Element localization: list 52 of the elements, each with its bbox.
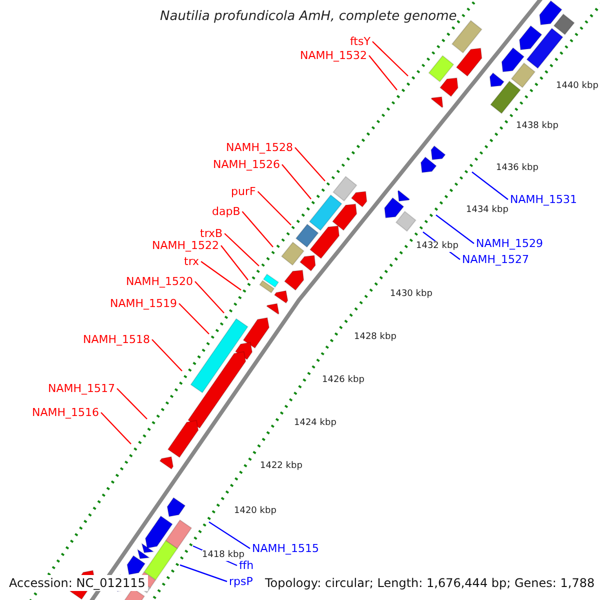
leader-line — [200, 261, 242, 290]
tick-label: 1430 kbp — [390, 289, 432, 300]
leader-line — [257, 191, 292, 226]
gene-label: NAMH_1527 — [462, 253, 530, 266]
tick-label: 1420 kbp — [234, 506, 276, 517]
leader-line — [220, 245, 248, 280]
gene-label: trx — [184, 255, 200, 268]
tick-label: 1426 kbp — [322, 375, 364, 386]
leader-line — [294, 147, 326, 182]
gene-label: purF — [231, 185, 256, 198]
leader-line — [472, 172, 508, 200]
leader-line — [116, 388, 148, 420]
tick-label: 1436 kbp — [496, 163, 538, 174]
gene-label: NAMH_1517 — [48, 382, 116, 395]
leader-line — [100, 412, 132, 444]
leader-line — [372, 41, 408, 76]
leader-line — [180, 564, 228, 582]
gene-label: NAMH_1520 — [126, 275, 194, 288]
leader-line — [282, 164, 312, 200]
gene-label: NAMH_1518 — [83, 333, 150, 346]
gene-label: NAMH_1532 — [300, 49, 368, 62]
gene-label: rpsP — [229, 575, 253, 588]
leader-line — [178, 303, 210, 334]
gene-label: NAMH_1519 — [110, 297, 178, 310]
tick-label: 1428 kbp — [354, 332, 396, 343]
leader-line — [368, 55, 398, 90]
tick-label: 1418 kbp — [202, 550, 244, 561]
gene-label: ftsY — [350, 35, 370, 48]
tick-label: 1440 kbp — [556, 81, 598, 92]
tick-label: 1424 kbp — [294, 418, 336, 429]
leader-line — [152, 339, 182, 372]
leader-line — [224, 233, 260, 266]
leader-line — [242, 211, 274, 248]
gene-label: NAMH_1526 — [213, 158, 280, 171]
leader-line — [436, 214, 474, 244]
leader-line — [208, 522, 250, 549]
leader-line — [194, 281, 224, 314]
gene-label: trxB — [200, 227, 223, 240]
footer-text: Accession: NC_012115 — [6, 575, 148, 591]
gene-label: NAMH_1528 — [226, 141, 294, 154]
gene-label: NAMH_1531 — [510, 193, 578, 206]
gene-label: NAMH_1515 — [252, 542, 320, 555]
gene-label: dapB — [212, 205, 240, 218]
tick-label: 1432 kbp — [416, 241, 458, 252]
tick-label: 1422 kbp — [260, 461, 302, 472]
gene-label: NAMH_1516 — [32, 406, 100, 419]
tick-label: 1438 kbp — [516, 121, 558, 132]
gene-label: NAMH_1522 — [152, 239, 220, 252]
tick-label: 1434 kbp — [466, 205, 508, 216]
title: Nautilia profundicola AmH, complete genome — [160, 10, 457, 23]
gene-label: ffh — [239, 559, 254, 572]
gene-label: NAMH_1529 — [476, 237, 544, 250]
